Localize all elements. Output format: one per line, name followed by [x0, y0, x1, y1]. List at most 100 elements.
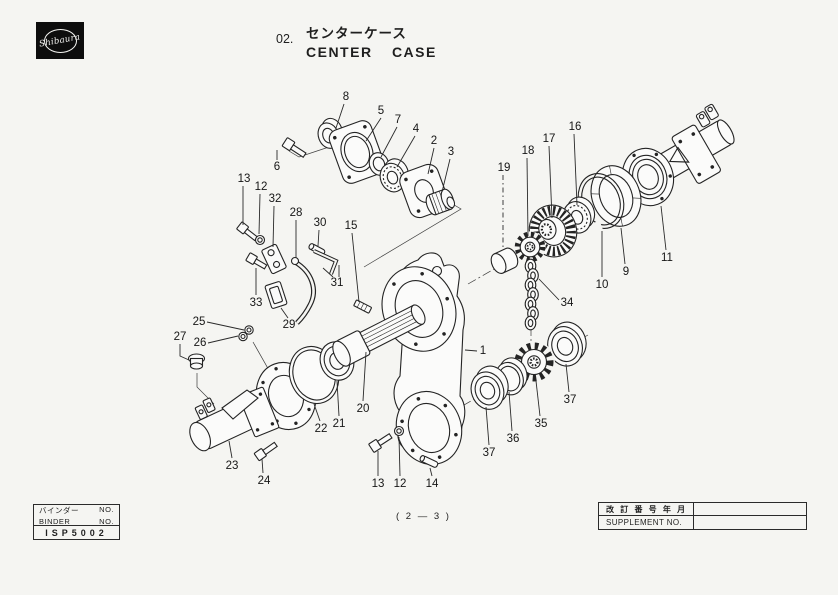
part-32-plate	[261, 243, 287, 275]
callout-34: 34	[561, 297, 574, 309]
part-37-bearing-left	[470, 365, 509, 410]
callout-35: 35	[535, 418, 548, 430]
callout-37: 37	[564, 394, 577, 406]
callout-27: 27	[174, 331, 187, 343]
leader-35	[535, 380, 541, 417]
part-34-chain	[524, 258, 539, 331]
leader-16	[573, 133, 578, 206]
part-28-band	[290, 256, 316, 325]
part-24-bolt	[253, 441, 278, 462]
leader-18	[526, 157, 529, 237]
part-6-bolt	[281, 137, 307, 159]
callout-3: 3	[448, 146, 454, 158]
leader-21	[336, 380, 340, 417]
callout-28: 28	[290, 207, 303, 219]
callout-19: 19	[498, 162, 511, 174]
leader-7	[380, 126, 398, 158]
leader-3	[441, 158, 451, 193]
leader-17	[548, 145, 553, 219]
supplement-value-bottom	[694, 516, 806, 529]
callout-17: 17	[543, 133, 556, 145]
leader-26	[207, 335, 239, 344]
part-9-retainer-ring	[590, 165, 642, 227]
callout-4: 4	[413, 123, 420, 135]
leader-36	[508, 391, 513, 432]
callout-5: 5	[378, 105, 384, 117]
callout-11: 11	[661, 252, 673, 264]
part-19-bushing	[490, 247, 519, 274]
supplement-label-en: SUPPLEMENT NO.	[599, 516, 694, 529]
callout-26: 26	[194, 337, 207, 349]
part-29-gasket	[264, 281, 288, 309]
part-20-splined-shaft	[332, 304, 426, 367]
callout-30: 30	[314, 217, 327, 229]
part-18-sprocket	[514, 231, 546, 263]
leader-37	[565, 363, 570, 393]
callout-20: 20	[357, 403, 370, 415]
callout-10: 10	[596, 279, 609, 291]
callout-25: 25	[193, 316, 206, 328]
leader-4	[396, 135, 416, 168]
callout-7: 7	[395, 114, 401, 126]
part-12-nut-upper	[254, 234, 266, 246]
leader-5	[365, 117, 382, 142]
callout-13: 13	[238, 173, 251, 185]
leader-2	[427, 147, 435, 175]
leader-27	[179, 344, 190, 361]
page-title-japanese: センターケース	[306, 26, 407, 41]
callout-14: 14	[426, 478, 439, 490]
callout-12: 12	[394, 478, 407, 490]
part-25-nut	[244, 325, 254, 335]
callout-33: 33	[250, 297, 263, 309]
callout-8: 8	[343, 91, 349, 103]
part-23-axle-tube	[189, 386, 280, 452]
callout-2: 2	[431, 135, 437, 147]
callout-31: 31	[331, 277, 344, 289]
binder-no-labels: バインダー NO. BINDER NO.	[34, 505, 119, 526]
part-33-bolt	[245, 252, 268, 270]
leader-20	[362, 351, 367, 402]
leader-37	[485, 406, 490, 446]
leader-11	[660, 205, 667, 251]
shibaura-logo: Shibaura	[36, 22, 84, 59]
supplement-value-top	[694, 503, 806, 516]
binder-label-en-no: NO.	[99, 517, 114, 526]
binder-code: ISP5002	[45, 527, 108, 538]
leader-15	[351, 232, 360, 303]
callout-22: 22	[315, 423, 328, 435]
supplement-label-ja: 改 訂 番 号 年 月	[599, 503, 694, 516]
callout-37: 37	[483, 447, 496, 459]
part-37-bearing-right	[547, 321, 587, 367]
leader-22	[313, 403, 321, 422]
callout-36: 36	[507, 433, 520, 445]
leader-14	[429, 467, 433, 477]
part-14-pin	[419, 455, 439, 468]
callout-13: 13	[372, 478, 385, 490]
callout-1: 1	[480, 345, 486, 357]
leader-12	[398, 436, 401, 477]
page-number: ( 2 — 3 )	[396, 511, 451, 522]
callout-18: 18	[522, 145, 535, 157]
callout-32: 32	[269, 193, 282, 205]
leader-31	[322, 267, 334, 278]
leader-30	[317, 229, 320, 247]
callout-12: 12	[255, 181, 268, 193]
callout-6: 6	[274, 161, 280, 173]
part-31-bracket	[313, 249, 340, 277]
leader-9	[620, 227, 626, 265]
callout-21: 21	[333, 418, 346, 430]
part-3-gear	[425, 188, 456, 216]
supplement-no-box: 改 訂 番 号 年 月 SUPPLEMENT NO.	[598, 502, 807, 530]
leader-25	[206, 321, 245, 331]
callout-9: 9	[623, 266, 629, 278]
callout-23: 23	[226, 460, 239, 472]
part-11-axle-housing	[621, 103, 735, 207]
leader-32	[272, 205, 275, 248]
leader-1	[464, 349, 478, 352]
leader-12	[258, 193, 261, 235]
leader-29	[280, 307, 289, 319]
callout-15: 15	[345, 220, 358, 232]
callout-29: 29	[283, 319, 296, 331]
part-15-stud	[353, 299, 372, 314]
